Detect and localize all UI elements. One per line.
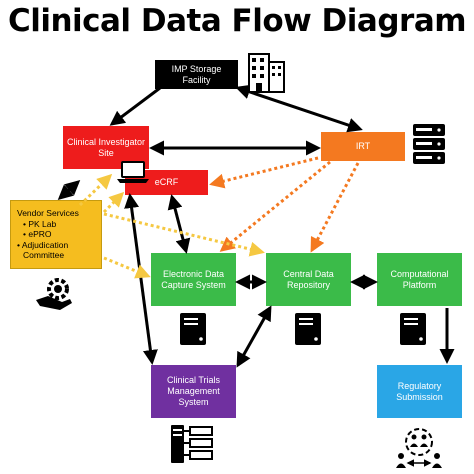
laptop-icon <box>117 161 149 183</box>
node-central-repository: Central Data Repository <box>266 253 351 306</box>
node-regulatory-submission: Regulatory Submission <box>377 365 462 418</box>
arrow-imp-irt <box>235 84 363 133</box>
dotted-vendor-to-site <box>78 173 113 207</box>
node-reg-label: Regulatory Submission <box>396 380 443 402</box>
server-rack-icon <box>413 124 445 164</box>
diagram-title: Clinical Data Flow Diagram <box>7 3 467 39</box>
dotted-vendor-to-ecrf <box>102 191 125 214</box>
node-edc-label: Electronic Data Capture System <box>161 268 226 290</box>
dotted-vendor-to-cdr <box>103 212 265 257</box>
vendor-item-epro: • ePRO <box>23 229 52 240</box>
vendor-item-pk-lab: • PK Lab <box>23 218 57 229</box>
node-computational-platform: Computational Platform <box>377 253 462 306</box>
server-tower-icon <box>400 313 426 345</box>
gear-hand-icon <box>36 278 72 310</box>
arrow-imp-to-site <box>109 86 161 126</box>
node-ctms: Clinical Trials Management System <box>151 365 236 418</box>
node-ecrf-label: eCRF <box>154 177 179 187</box>
node-imp-label: IMP Storage Facility <box>171 63 222 85</box>
arrow-ecrf-edc <box>167 194 191 254</box>
server-tower-icon <box>180 313 206 345</box>
node-edc: Electronic Data Capture System <box>151 253 236 306</box>
vendor-item-adjudication: • Adjudication <box>17 239 69 250</box>
node-ctms-label: Clinical Trials Management System <box>166 375 220 407</box>
arrow-site-ctms <box>124 193 158 365</box>
server-network-icon <box>171 425 213 463</box>
node-irt-label: IRT <box>355 141 371 151</box>
dotted-irt-to-ecrf <box>209 156 319 189</box>
vendor-title: Vendor Services <box>17 208 79 219</box>
building-icon <box>248 53 285 93</box>
node-imp-storage: IMP Storage Facility <box>155 60 238 89</box>
people-exchange-icon <box>396 428 442 468</box>
dotted-irt-to-edc <box>219 160 331 252</box>
dotted-vendor-to-edc <box>103 256 151 279</box>
node-vendor-services: Vendor Services • PK Lab • ePRO • Adjudi… <box>10 200 102 269</box>
vendor-item-committee: Committee <box>23 250 65 261</box>
node-site-label: Clinical Investigator Site <box>66 136 146 158</box>
server-tower-icon <box>295 313 321 345</box>
node-irt: IRT <box>321 132 405 161</box>
arrow-vendor-site <box>57 180 81 200</box>
node-comp-label: Computational Platform <box>390 268 449 290</box>
arrow-ctms-cdr <box>236 305 272 368</box>
node-cdr-label: Central Data Repository <box>283 268 334 290</box>
dotted-irt-to-cdr <box>310 162 360 253</box>
